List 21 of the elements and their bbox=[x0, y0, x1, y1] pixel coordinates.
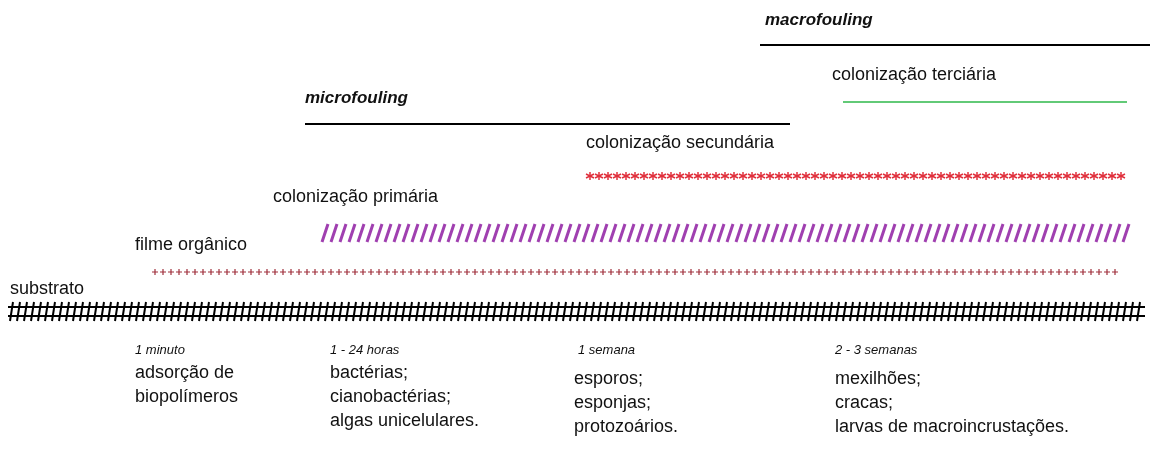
layer-label: cianobactérias; bbox=[330, 385, 452, 408]
group-heading: microfouling bbox=[305, 87, 408, 109]
time-label: 1 - 24 horas bbox=[330, 341, 400, 359]
layer-label: filme orgânico bbox=[135, 233, 248, 256]
layer-label: algas unicelulares. bbox=[330, 409, 480, 432]
layer-label: bactérias; bbox=[330, 361, 409, 384]
time-label: 2 - 3 semanas bbox=[835, 341, 918, 359]
group-heading: macrofouling bbox=[765, 9, 873, 31]
layer-label: substrato bbox=[10, 277, 85, 300]
layer-label: colonização secundária bbox=[586, 131, 775, 154]
time-label: 1 minuto bbox=[135, 341, 185, 359]
layer-label: larvas de macroincrustações. bbox=[835, 415, 1070, 438]
layer-label: protozoários. bbox=[574, 415, 679, 438]
time-label: 1 semana bbox=[578, 341, 636, 359]
layer-label: adsorção de biopolímeros bbox=[135, 361, 240, 408]
layer-label: cracas; bbox=[835, 391, 894, 414]
layer-label: esporos; bbox=[574, 367, 644, 390]
layer-label: colonização primária bbox=[273, 185, 439, 208]
layer-label: mexilhões; bbox=[835, 367, 922, 390]
layer-label: esponjas; bbox=[574, 391, 652, 414]
layer-label: colonização terciária bbox=[832, 63, 997, 86]
